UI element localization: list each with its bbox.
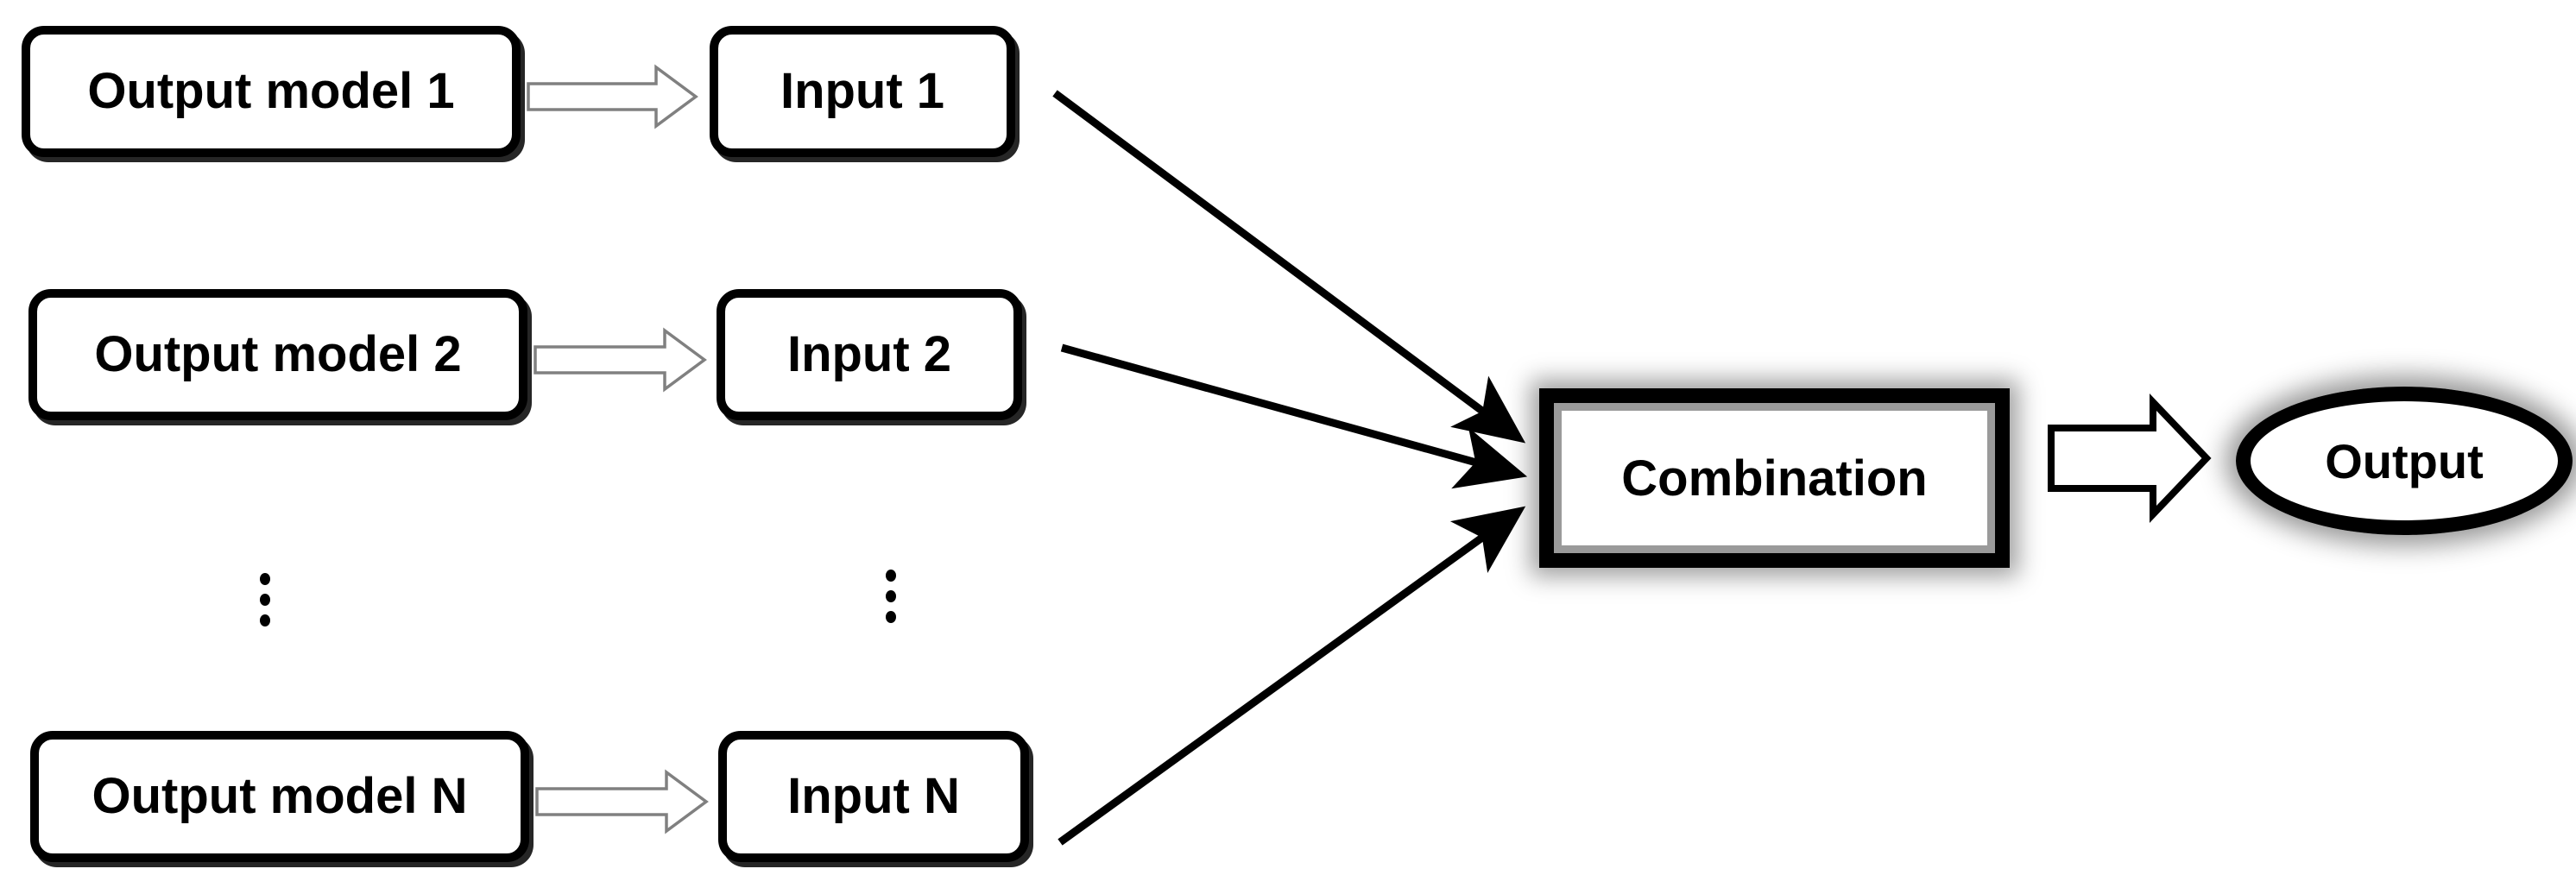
line-arrow-input1-to-combination xyxy=(1052,90,1526,444)
node-label: Output model 1 xyxy=(87,63,455,119)
node-label: Output model N xyxy=(92,768,468,824)
ellipsis-dot xyxy=(260,614,270,626)
node-output[interactable]: Output xyxy=(2236,387,2573,535)
node-output-model-1[interactable]: Output model 1 xyxy=(22,26,521,157)
line-arrow-inputn-to-combination xyxy=(1058,506,1526,846)
node-input-1[interactable]: Input 1 xyxy=(710,26,1015,157)
node-label: Output xyxy=(2325,433,2484,488)
line-arrow-input2-to-combination xyxy=(1060,343,1528,489)
node-output-model-2[interactable]: Output model 2 xyxy=(28,289,527,420)
node-label: Combination xyxy=(1621,450,1928,507)
node-output-model-n[interactable]: Output model N xyxy=(30,731,529,862)
ellipsis-dot xyxy=(260,594,270,606)
ellipsis-dot xyxy=(260,573,270,585)
vertical-ellipsis-icon-models xyxy=(259,573,271,626)
node-input-2[interactable]: Input 2 xyxy=(717,289,1022,420)
block-arrow-modeln-to-inputn xyxy=(535,769,709,834)
block-arrow-model1-to-input1 xyxy=(527,64,698,129)
ellipsis-dot xyxy=(886,590,896,602)
block-arrow-model2-to-input2 xyxy=(534,327,707,393)
node-label: Input 1 xyxy=(780,63,945,119)
ellipsis-dot xyxy=(886,611,896,623)
node-label: Output model 2 xyxy=(94,326,462,382)
combination-inner-bevel: Combination xyxy=(1554,403,1995,553)
node-combination[interactable]: Combination xyxy=(1539,388,2010,568)
node-label: Input 2 xyxy=(786,326,952,382)
block-arrow-combination-to-output xyxy=(2048,393,2212,523)
vertical-ellipsis-icon-inputs xyxy=(885,570,897,623)
node-label: Input N xyxy=(787,768,960,824)
output-ellipse-shape: Output xyxy=(2236,387,2573,535)
node-input-n[interactable]: Input N xyxy=(718,731,1029,862)
ellipsis-dot xyxy=(886,570,896,582)
